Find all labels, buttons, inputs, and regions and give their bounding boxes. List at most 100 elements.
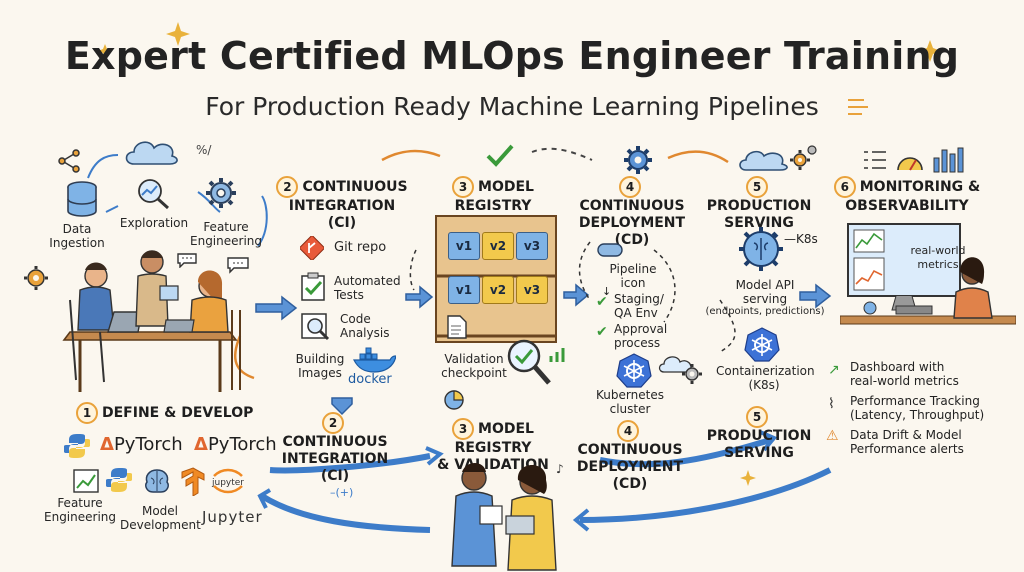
cloud-icon <box>125 141 178 165</box>
check-icon: ✔ <box>596 294 608 310</box>
bar-chart-icon <box>549 348 565 362</box>
check-icon <box>486 144 514 167</box>
stage-serving-bottom: 5PRODUCTION SERVING <box>700 406 818 462</box>
validation-magnifier-icon <box>507 339 551 385</box>
monitoring-workstation <box>840 223 1016 325</box>
check-icon: ✔ <box>596 324 608 340</box>
stage-label: CONTINUOUS INTEGRATION (CI) <box>281 434 389 484</box>
stage-number: 4 <box>619 176 641 198</box>
stage-label: MONITORING & OBSERVABILITY <box>845 179 981 214</box>
stage-number: 2 <box>276 176 299 198</box>
stage-number: 5 <box>746 176 768 198</box>
stage-cd-bottom: 4CONTINUOUS DEPLOYMENT (CD) <box>568 420 692 493</box>
document-icon <box>447 315 467 339</box>
page-subtitle: For Production Ready Machine Learning Pi… <box>205 92 819 121</box>
gear-icon <box>24 266 48 290</box>
stage-label: CONTINUOUS DEPLOYMENT (CD) <box>576 442 684 492</box>
pipeline-icon-label: Pipeline icon <box>609 262 657 290</box>
kubernetes-icon <box>744 327 780 362</box>
data-ingestion-label: Data Ingestion <box>49 222 105 250</box>
data-drift-bullet: Data Drift & Model Performance alerts <box>850 428 964 456</box>
warning-icon: ⚠ <box>826 428 839 444</box>
model-development-label: Model Development <box>120 504 201 532</box>
database-icon <box>67 181 97 217</box>
docker-whale-icon <box>353 347 396 373</box>
approval-process-label: Approval process <box>614 322 668 350</box>
share-nodes-icon <box>58 149 80 173</box>
down-arrow-icon: ↓ <box>602 285 612 298</box>
automated-tests-label: Automated Tests <box>334 274 401 302</box>
staging-env-label: Staging/ QA Env <box>614 292 664 320</box>
clipboard-check-icon <box>301 272 325 301</box>
pytorch-label: ᐃPyTorch <box>100 434 183 455</box>
kubernetes-icon <box>616 353 652 388</box>
stage-serving-top: 5PRODUCTION SERVING <box>700 176 818 232</box>
model-version-v3: v3 <box>516 232 548 260</box>
chart-magnifier-icon <box>138 179 170 210</box>
pie-chart-icon <box>444 390 464 410</box>
engineers-pair-illustration <box>451 463 557 571</box>
stage-number: 4 <box>617 420 639 442</box>
exploration-label: Exploration <box>119 216 189 230</box>
stage-number: 3 <box>452 418 475 440</box>
building-images-label: Building Images <box>295 352 345 380</box>
model-version-v1: v1 <box>448 276 480 304</box>
stage-label: CONTINUOUS DEPLOYMENT (CD) <box>578 198 686 248</box>
code-analysis-label: Code Analysis <box>340 312 390 340</box>
model-version-v3: v3 <box>516 276 548 304</box>
stage-label: DEFINE & DEVELOP <box>102 405 254 421</box>
code-analysis-icon <box>301 313 330 341</box>
performance-tracking-bullet: Performance Tracking (Latency, Throughpu… <box>850 394 985 422</box>
jupyter-logo-icon <box>213 468 243 494</box>
containerization-label: Containerization (K8s) <box>716 364 815 392</box>
monitoring-header-icons <box>864 147 964 173</box>
music-note-doodle: ♪ <box>556 462 564 476</box>
kubernetes-cluster-label: Kubernetes cluster <box>596 388 664 416</box>
model-version-v2: v2 <box>482 232 514 260</box>
chat-bubble-icon <box>227 257 249 274</box>
api-detail-label: (endpoints, predictions) <box>705 306 825 317</box>
real-world-metrics-screen-label: real-world metrics <box>910 244 966 271</box>
k8s-label: —K8s <box>784 232 818 246</box>
page-title: Expert Certified MLOps Engineer Training <box>64 34 960 78</box>
stage-label: CONTINUOUS INTEGRATION (CI) <box>288 179 408 231</box>
model-api-serving-label: Model API serving <box>735 278 795 306</box>
stage-number: 3 <box>452 176 475 198</box>
model-version-v2: v2 <box>482 276 514 304</box>
python-logo-icon <box>106 468 132 492</box>
stage-label: PRODUCTION SERVING <box>706 198 812 231</box>
validation-checkpoint-label: Validation checkpoint <box>441 352 507 380</box>
feature-engineering-bottom-label: Feature Engineering <box>44 496 116 524</box>
pytorch-flame-icon: ᐃ <box>100 434 114 455</box>
stage-label: PRODUCTION SERVING <box>706 428 812 461</box>
pytorch-label: ᐃPyTorch <box>194 434 277 455</box>
stage-number: 6 <box>833 176 856 198</box>
jupyter-small-label: jupyter <box>212 478 245 488</box>
pipeline-icon <box>597 243 623 257</box>
loop-mark: –(+) <box>330 486 354 499</box>
gear-icon <box>624 146 652 174</box>
tensorflow-logo-icon <box>181 467 205 496</box>
trend-chart-icon: ↗ <box>828 362 840 378</box>
python-logo-icon <box>64 434 90 458</box>
motion-lines-icon <box>848 99 868 115</box>
stage-number: 2 <box>322 412 344 434</box>
stage-ci-bottom: 2CONTINUOUS INTEGRATION (CI) <box>270 412 400 485</box>
brain-gear-icon <box>739 227 783 271</box>
line-chart-icon <box>73 469 99 493</box>
docker-label: docker <box>348 372 392 387</box>
stage-number: 5 <box>746 406 768 428</box>
cloud-icon <box>739 150 788 171</box>
stage-number: 1 <box>76 402 98 424</box>
team-illustration <box>62 250 241 392</box>
git-repo-label: Git repo <box>334 240 387 255</box>
model-version-v1: v1 <box>448 232 480 260</box>
gear-icon <box>682 364 702 384</box>
sparkle-icon <box>98 22 941 486</box>
performance-chart-icon: ⌇ <box>828 396 835 412</box>
git-icon <box>300 236 324 260</box>
